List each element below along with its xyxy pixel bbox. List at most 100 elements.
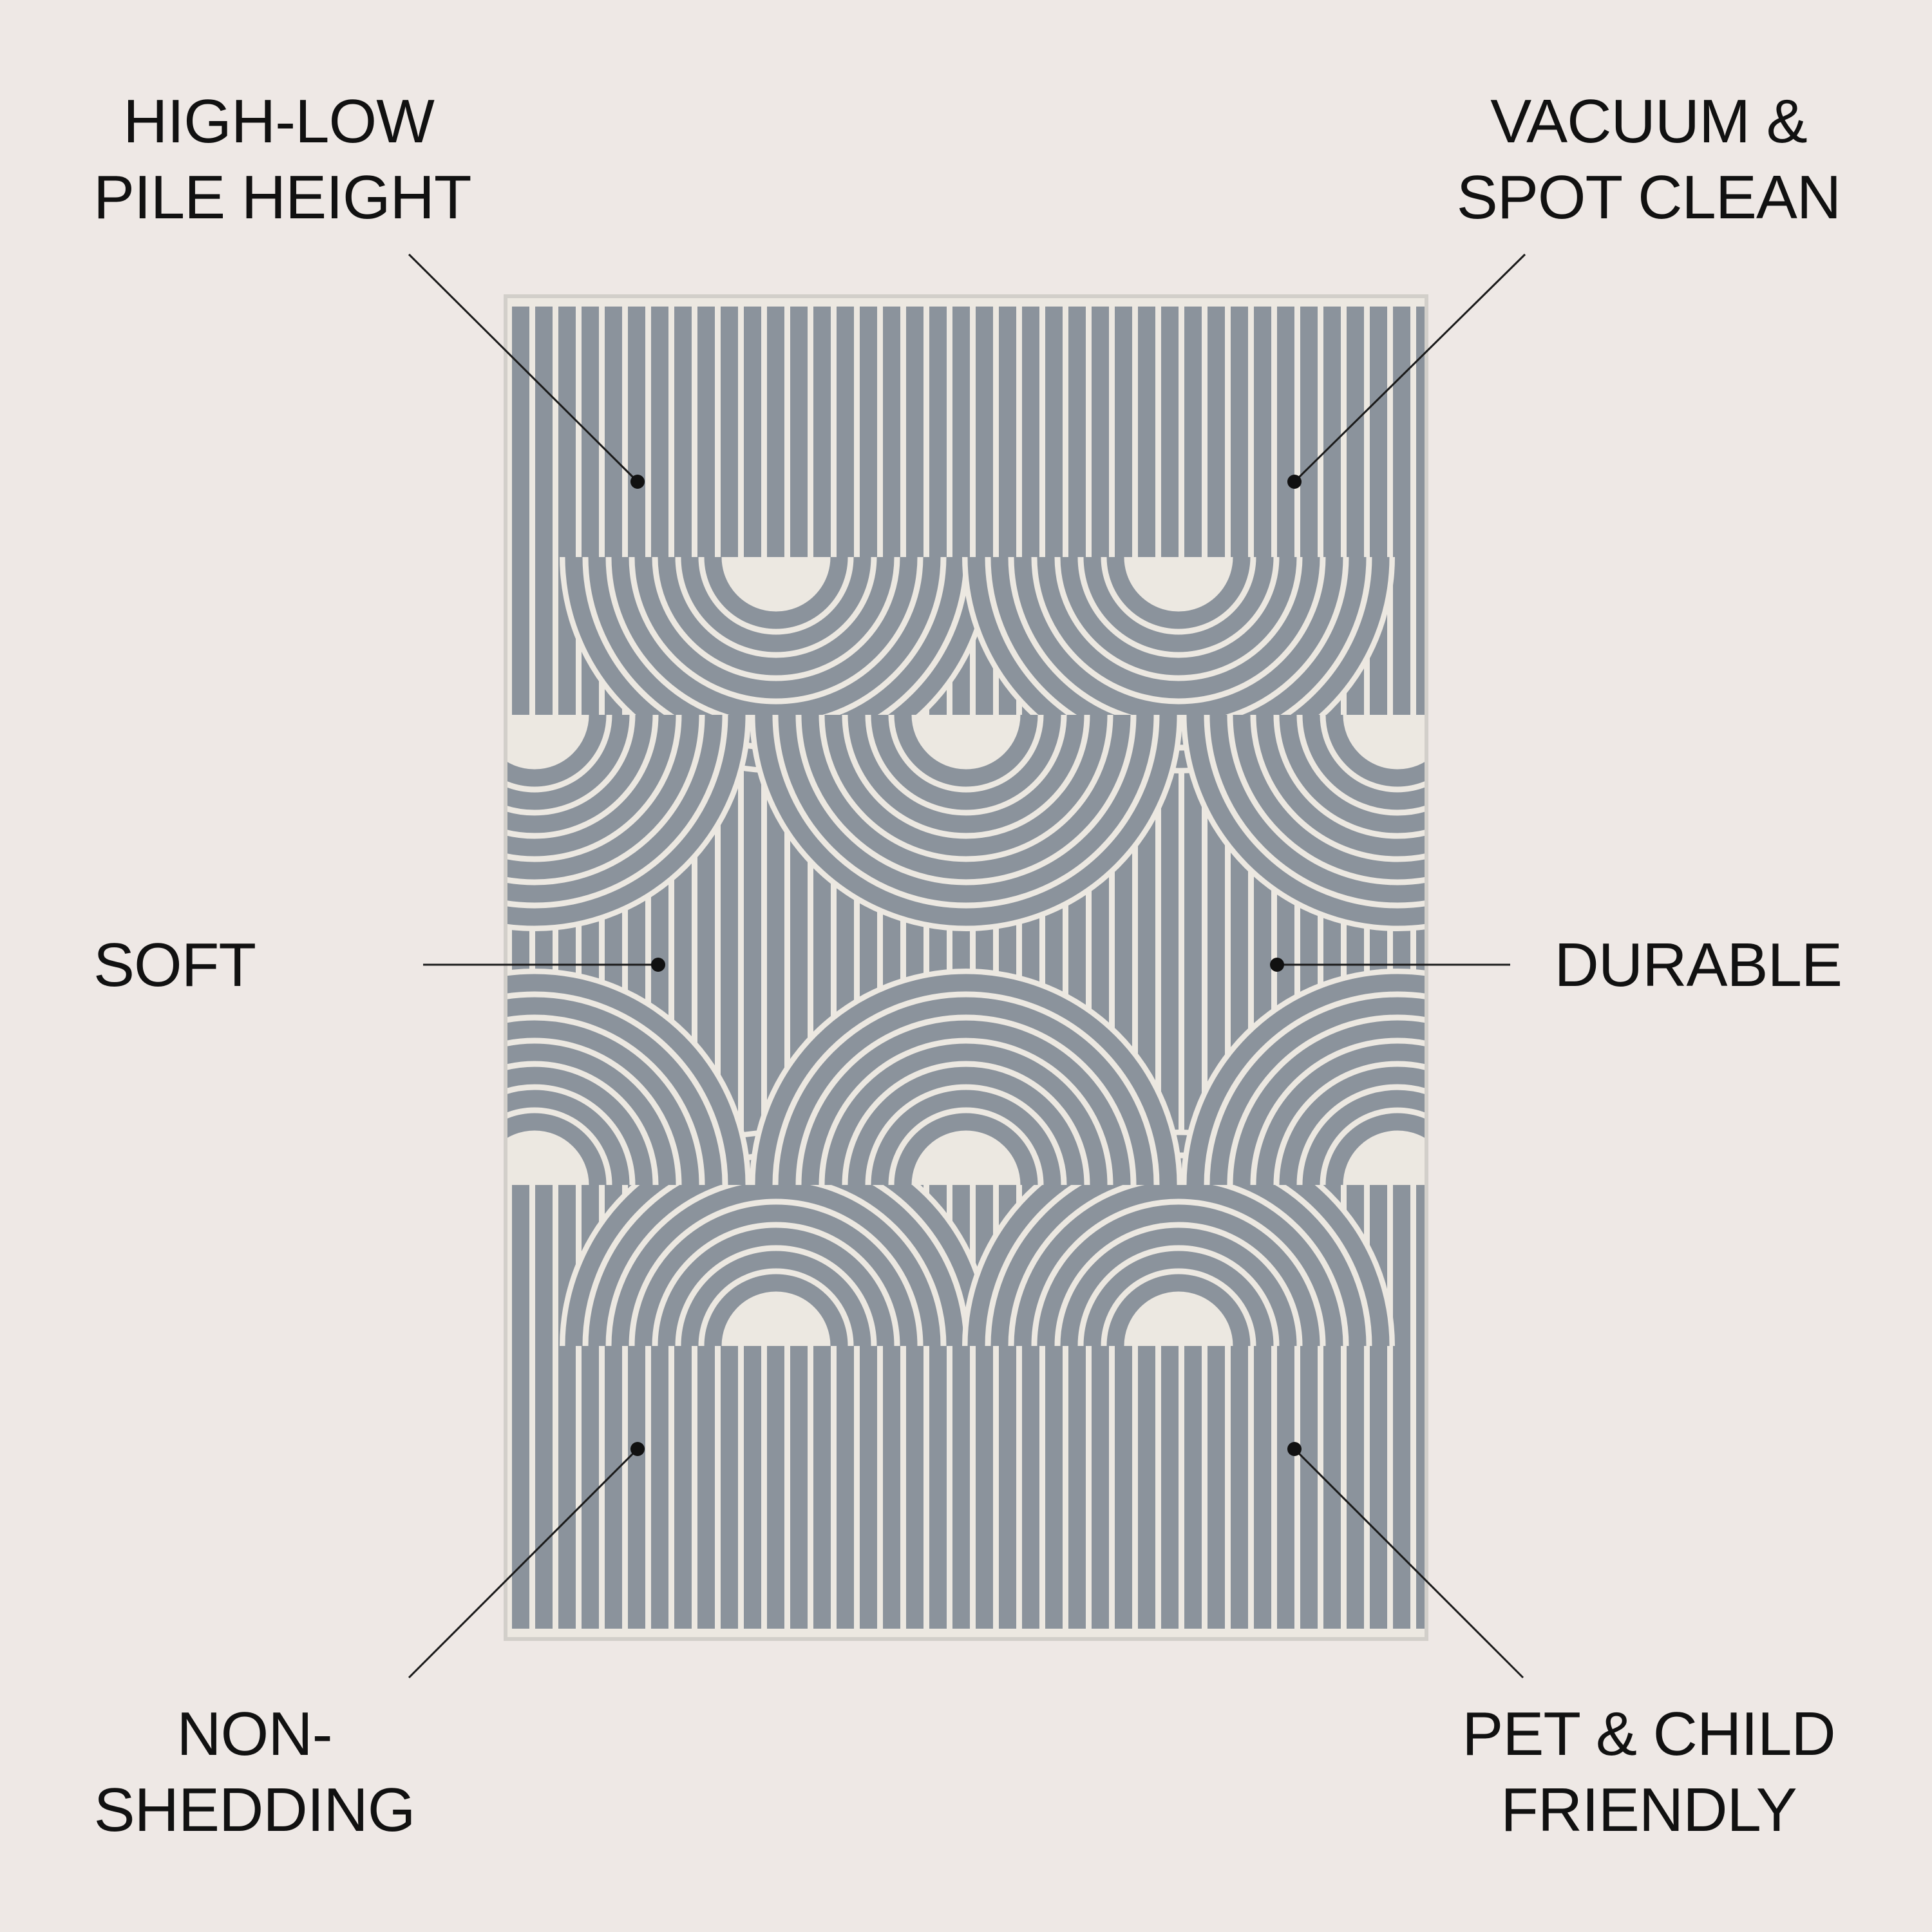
rug-arch-band	[611, 1181, 941, 1347]
rug-arch-band	[1279, 1066, 1426, 1186]
rug-arch-band	[1014, 556, 1343, 722]
feature-label-soft: SOFT	[93, 927, 351, 1003]
rug-arch-band	[1256, 714, 1426, 857]
rug-arch-band	[1037, 556, 1320, 699]
rug-stripe	[628, 307, 645, 1629]
rug-arch-band	[658, 556, 895, 676]
rug-stripe	[1115, 307, 1132, 1629]
rug-stripe	[1184, 307, 1202, 1629]
rug-arch-band	[1014, 1181, 1343, 1347]
rug-arch-band	[506, 714, 676, 857]
rug-stripe	[674, 307, 692, 1629]
rug-arch	[506, 714, 751, 931]
rug-stripe	[582, 307, 599, 1629]
rug-arch-band	[1083, 1251, 1274, 1347]
rug-arch-band	[1186, 974, 1426, 1186]
rug-arch-band	[506, 1113, 607, 1186]
feature-text-pet-child-1: PET & CHILD	[1462, 1700, 1835, 1768]
rug-stripe	[883, 307, 900, 1629]
feature-label-pile-height: HIGH-LOW PILE HEIGHT	[93, 84, 471, 236]
rug-arch-band	[1325, 714, 1426, 787]
rug-stripe	[813, 307, 831, 1629]
rug-arch-band	[824, 714, 1108, 857]
rug-arch-band	[1256, 1043, 1426, 1186]
rug-arch-band	[894, 714, 1038, 787]
rug-arch-band	[506, 714, 653, 833]
feature-label-non-shedding: NON- SHEDDING	[93, 1696, 416, 1848]
rug-stripe	[535, 307, 553, 1629]
rug-arch-band	[1233, 714, 1426, 880]
rug-stripe	[1323, 307, 1341, 1629]
rug-arch	[1181, 969, 1426, 1186]
rug-arch-band	[848, 714, 1084, 833]
rug-arch-band	[1209, 997, 1426, 1186]
rug-stripe	[558, 307, 576, 1629]
feature-text-vacuum-1: VACUUM &	[1490, 87, 1808, 156]
rug-arch-band	[1279, 714, 1426, 833]
rug-stripe	[767, 307, 784, 1629]
rug-arch-band	[1106, 556, 1251, 629]
rug-stripe	[1300, 307, 1318, 1629]
callout-line-vacuum	[1293, 253, 1526, 483]
rug-arch-band	[1302, 1090, 1426, 1186]
rug-arch-band	[506, 714, 607, 787]
rug-stripe	[837, 307, 854, 1629]
rug-stripe	[1161, 307, 1179, 1629]
rug-stripe	[860, 307, 877, 1629]
rug-arch-band	[1060, 1227, 1297, 1347]
feature-label-vacuum: VACUUM & SPOT CLEAN	[1455, 84, 1842, 236]
rug-arch-band	[1209, 714, 1426, 903]
rug-arch-band	[778, 997, 1154, 1186]
feature-label-durable: DURABLE	[1533, 927, 1842, 1003]
rug-stripe	[976, 307, 993, 1629]
callout-dot-pet-child	[1287, 1442, 1302, 1456]
rug-stripe	[952, 307, 970, 1629]
rug-arch-band	[704, 1274, 848, 1347]
rug-arch-band	[778, 714, 1154, 903]
rug-arch-band	[506, 1066, 653, 1186]
rug-arch-band	[894, 1113, 1038, 1186]
rug-arch-band	[967, 556, 1390, 768]
rug-arch-band	[1037, 1204, 1320, 1347]
callout-line-non-shedding	[408, 1448, 639, 1679]
rug-arch	[750, 969, 1182, 1186]
rug-stripe	[906, 307, 923, 1629]
rug-arch	[506, 969, 751, 1186]
rug-stripe	[1208, 307, 1225, 1629]
rug-stripe	[1138, 307, 1155, 1629]
feature-text-pet-child-2: FRIENDLY	[1501, 1776, 1797, 1844]
rug-edge	[504, 294, 1428, 1641]
rug-arch-band	[506, 714, 630, 810]
feature-text-vacuum-2: SPOT CLEAN	[1456, 163, 1841, 232]
rug-stripe	[1045, 307, 1063, 1629]
callout-line-pile-height	[408, 253, 639, 483]
callout-dot-non-shedding	[630, 1442, 645, 1456]
rug-stripe	[1231, 307, 1248, 1629]
rug-arch	[1181, 714, 1426, 931]
rug-arch-band	[755, 714, 1177, 926]
rug-arch	[750, 714, 1182, 931]
rug-arch-band	[1186, 714, 1426, 926]
rug-arch-band	[801, 714, 1131, 880]
callout-line-pet-child	[1293, 1448, 1524, 1679]
feature-text-pile-height-1: HIGH-LOW	[123, 87, 435, 156]
rug-arch-band	[634, 1204, 918, 1347]
feature-text-soft: SOFT	[93, 931, 256, 999]
rug-arch-band	[506, 714, 699, 880]
rug-arch-band	[506, 1020, 699, 1186]
rug-stripe	[1347, 307, 1364, 1629]
rug-arch-band	[704, 556, 848, 629]
feature-text-pile-height-2: PILE HEIGHT	[93, 163, 471, 232]
rug-stripe	[1022, 307, 1039, 1629]
rug-arch-band	[967, 1135, 1390, 1347]
rug-stripe	[512, 307, 529, 1629]
rug-pattern	[506, 307, 1426, 1629]
callout-dot-vacuum	[1287, 475, 1302, 489]
rug-arch-band	[611, 556, 941, 722]
rug-arch-band	[506, 1043, 676, 1186]
rug-arch-band	[755, 974, 1177, 1186]
callout-dots	[630, 475, 1302, 1456]
callout-lines	[408, 253, 1526, 1679]
rug-stripe	[1393, 307, 1410, 1629]
